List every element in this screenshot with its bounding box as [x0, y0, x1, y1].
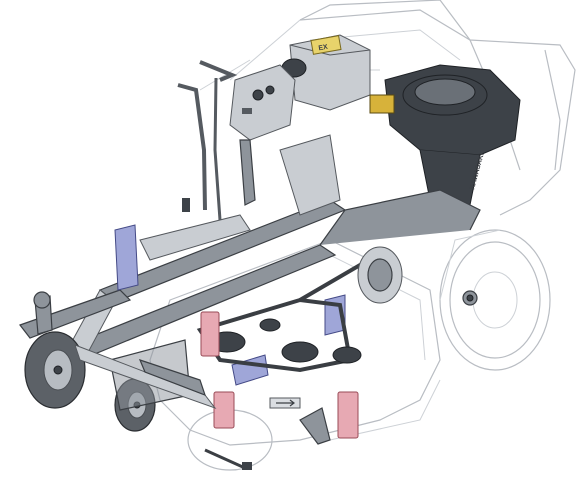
warning-decal: [310, 35, 342, 55]
decal-text: EX: [318, 44, 329, 53]
center-pulley: [281, 341, 319, 363]
rear-tire-right: [439, 229, 551, 371]
fuel-tank: EX: [281, 34, 371, 111]
throttle-lever: [242, 108, 252, 114]
loose-parts: [204, 290, 478, 470]
ignition-switch: [252, 89, 264, 101]
engine: KAWASAKI: [369, 64, 521, 206]
control-console: [229, 64, 296, 206]
spindle-housings: [200, 311, 359, 439]
drive-system: [196, 246, 403, 373]
spindle-right: [337, 391, 359, 439]
spindle-front: [213, 391, 235, 429]
main-frame: [19, 134, 481, 359]
front-bumper: [74, 344, 217, 410]
spindle-left: [200, 311, 220, 357]
deck-bracket: [231, 354, 269, 386]
right-pulley: [332, 346, 362, 364]
front-caster-left: [24, 291, 86, 409]
left-bracket: [114, 224, 139, 291]
steering-levers: [177, 60, 238, 221]
lever-pivot: [182, 198, 190, 212]
engine-filter: [369, 94, 395, 114]
deck-lever: [299, 407, 331, 445]
bolt: [242, 462, 252, 470]
